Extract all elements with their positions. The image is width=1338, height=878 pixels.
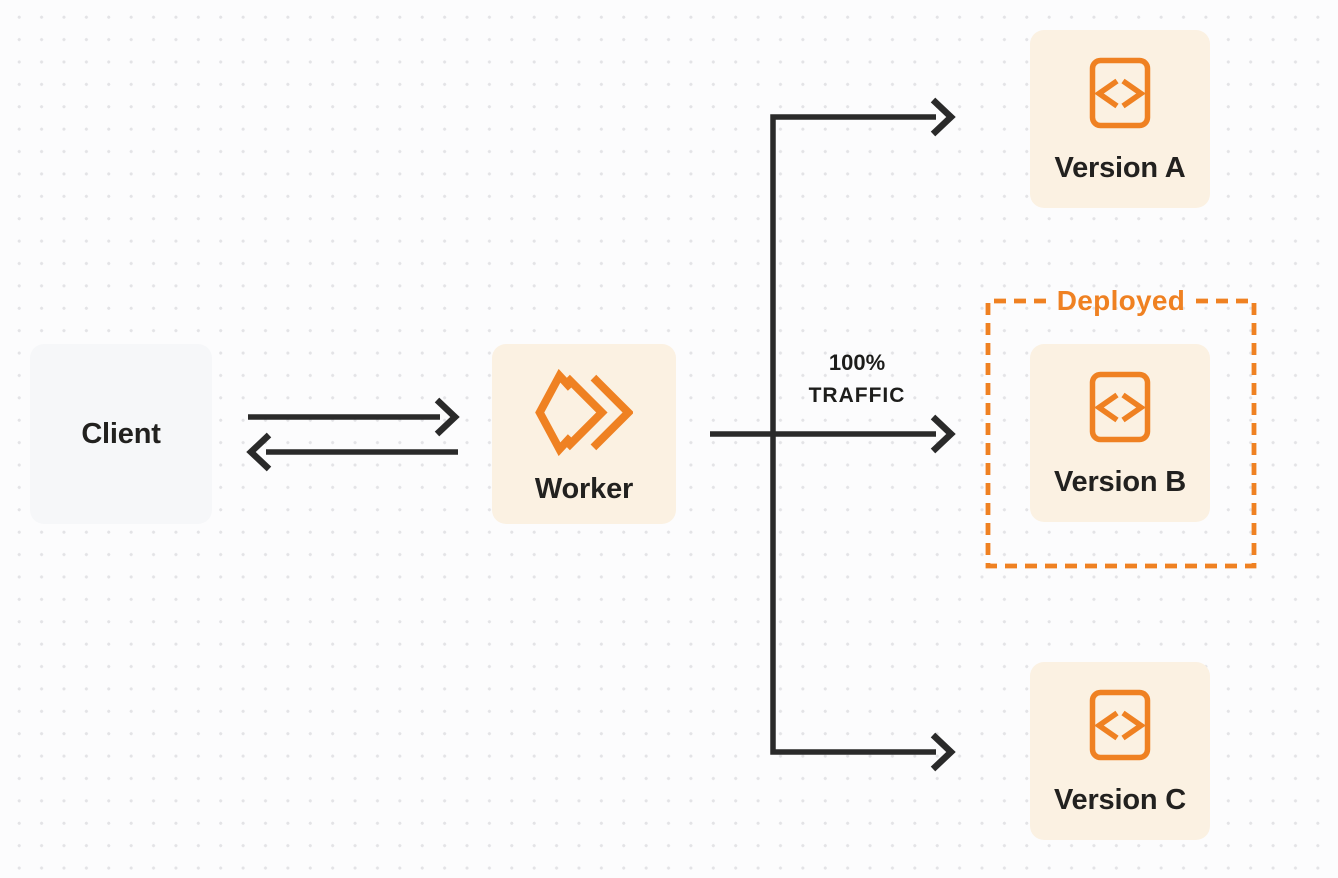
worker-node: Worker: [492, 344, 676, 524]
arrowhead-to-version-c: [930, 732, 956, 772]
arrow-worker-to-client: [246, 432, 458, 472]
code-file-icon: [1089, 371, 1151, 443]
version-b-label: Version B: [1054, 466, 1186, 498]
arrowhead-to-version-a: [930, 97, 956, 137]
arrowhead-to-version-b: [930, 414, 956, 454]
traffic-split-lines: [710, 114, 936, 755]
traffic-word-text: TRAFFIC: [808, 384, 906, 407]
client-node: Client: [30, 344, 212, 524]
workers-logo-icon: [535, 369, 633, 456]
version-b-node: Version B: [1030, 344, 1210, 522]
worker-label: Worker: [534, 473, 634, 505]
deployed-label: Deployed: [1056, 285, 1186, 316]
code-file-icon: [1089, 689, 1151, 761]
traffic-percent-text: 100%: [828, 350, 886, 375]
version-c-node: Version C: [1030, 662, 1210, 840]
version-a-node: Version A: [1030, 30, 1210, 208]
version-c-label: Version C: [1054, 784, 1186, 816]
code-file-icon: [1089, 57, 1151, 129]
traffic-annotation: 100% TRAFFIC: [779, 349, 935, 410]
client-label: Client: [81, 418, 161, 450]
arrow-client-to-worker: [248, 397, 460, 437]
version-a-label: Version A: [1054, 152, 1186, 184]
